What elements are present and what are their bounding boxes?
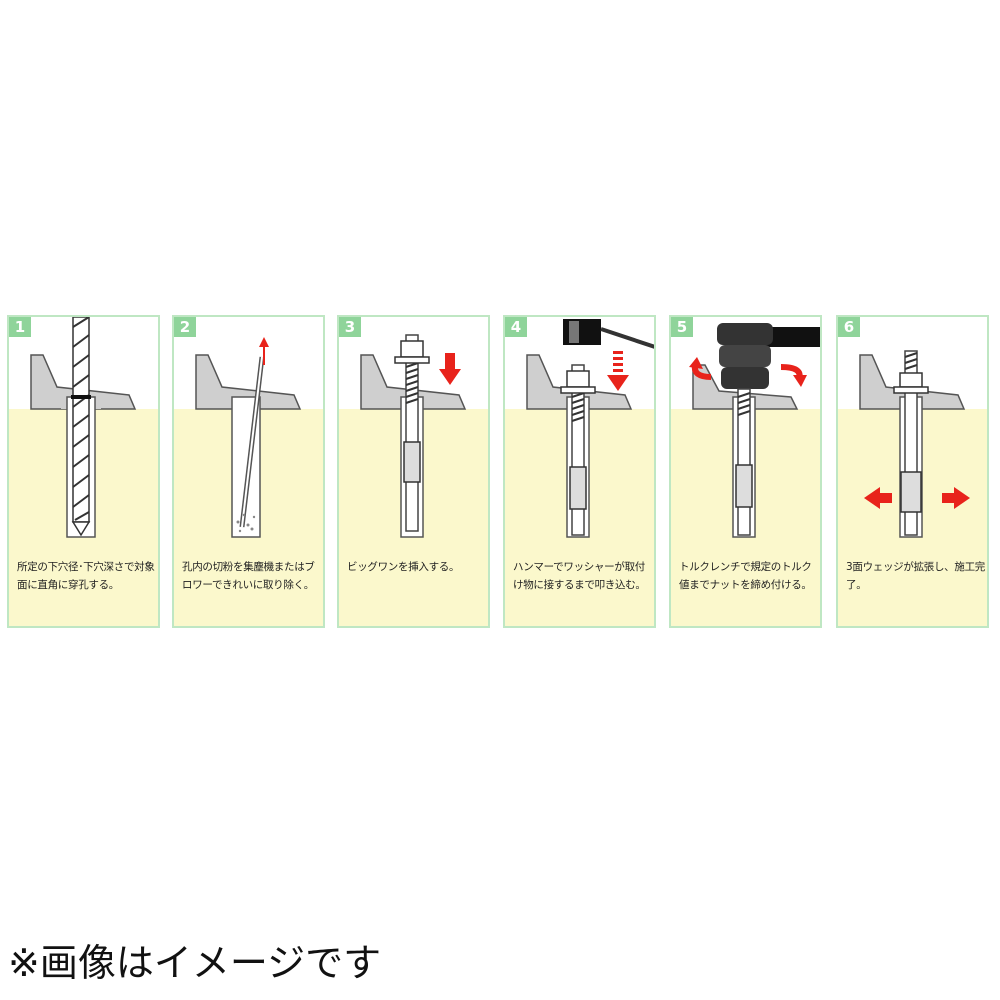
step-number-2: 2 (174, 317, 196, 337)
anchor-bolt (893, 350, 929, 536)
blower-tube (239, 356, 265, 528)
drill-bit (71, 317, 91, 537)
wedge-icon (735, 464, 753, 508)
step-caption-4: ハンマーでワッシャーが取付け物に接するまで叩き込む。 (513, 561, 646, 591)
anchor-bolt (560, 364, 596, 536)
striking-arrow-icon (607, 351, 629, 391)
mounted-fixture (30, 354, 137, 410)
expand-right-arrow-icon (942, 487, 970, 509)
washer-icon (394, 356, 430, 364)
rotation-arrow-right-icon (780, 364, 807, 387)
dust-particles (236, 513, 256, 533)
mounted-fixture (859, 354, 966, 410)
step-number-4: 4 (505, 317, 527, 337)
step-caption-5: トルクレンチで規定のトルク値までナットを締め付ける。 (679, 561, 812, 591)
wedge-icon (403, 441, 421, 483)
step-4-illustration (505, 317, 654, 538)
step-2-illustration (174, 317, 323, 538)
up-arrow-icon (259, 337, 269, 365)
mounted-fixture (526, 354, 633, 410)
step-panel-6: 6 3面ウェッジが拡張し、施工完了。 (836, 315, 989, 628)
wedge-icon (900, 471, 922, 513)
washer-icon (893, 386, 929, 394)
washer-icon (560, 386, 596, 394)
nut-icon (566, 370, 590, 388)
step-caption-6: 3面ウェッジが拡張し、施工完了。 (846, 561, 985, 591)
expand-left-arrow-icon (864, 487, 892, 509)
step-caption-2: 孔内の切粉を集塵機またはブロワーできれいに取り除く。 (182, 561, 315, 591)
step-panel-1: 1 所定の下穴径･下穴深さで対象面に直角に穿孔する。 (7, 315, 160, 628)
mounted-fixture (360, 354, 467, 410)
wedge-icon (569, 466, 587, 510)
hammer-icon (563, 319, 654, 349)
anchor-bolt (394, 334, 430, 532)
down-arrow-icon (439, 353, 461, 385)
step-1-illustration (9, 317, 158, 626)
step-3-illustration (339, 317, 488, 538)
nut-icon (899, 372, 923, 388)
step-number-6: 6 (838, 317, 860, 337)
step-6-illustration (838, 317, 987, 538)
torque-wrench-icon (717, 323, 820, 389)
image-disclaimer: ※画像はイメージです (8, 941, 382, 985)
step-number-5: 5 (671, 317, 693, 337)
mounted-fixture (692, 364, 799, 410)
nut-icon (400, 340, 424, 358)
step-number-3: 3 (339, 317, 361, 337)
step-panel-2: 2 孔内の切粉を集塵機またはブロワーできれいに取り除く。 (172, 315, 325, 628)
mounted-fixture (195, 354, 302, 410)
step-caption-1: 所定の下穴径･下穴深さで対象面に直角に穿孔する。 (17, 561, 155, 591)
step-panel-5: 5 トルクレンチで規定のトルク値までナットを締め付ける。 (669, 315, 822, 628)
anchor-bolt (735, 388, 753, 536)
step-panel-3: 3 ビッグワンを挿入する。 (337, 315, 490, 628)
installation-steps: 1 所定の下穴径･下穴深さで対象面に直角に穿孔する。 2 孔内の切粉を集塵機また… (0, 315, 1000, 630)
step-panel-4: 4 ハンマーでワッシャーが取付け物に接するまで叩き込む。 (503, 315, 656, 628)
step-5-illustration (671, 317, 820, 538)
rotation-arrow-left-icon (689, 357, 712, 380)
step-number-1: 1 (9, 317, 31, 337)
step-caption-3: ビッグワンを挿入する。 (347, 561, 460, 573)
